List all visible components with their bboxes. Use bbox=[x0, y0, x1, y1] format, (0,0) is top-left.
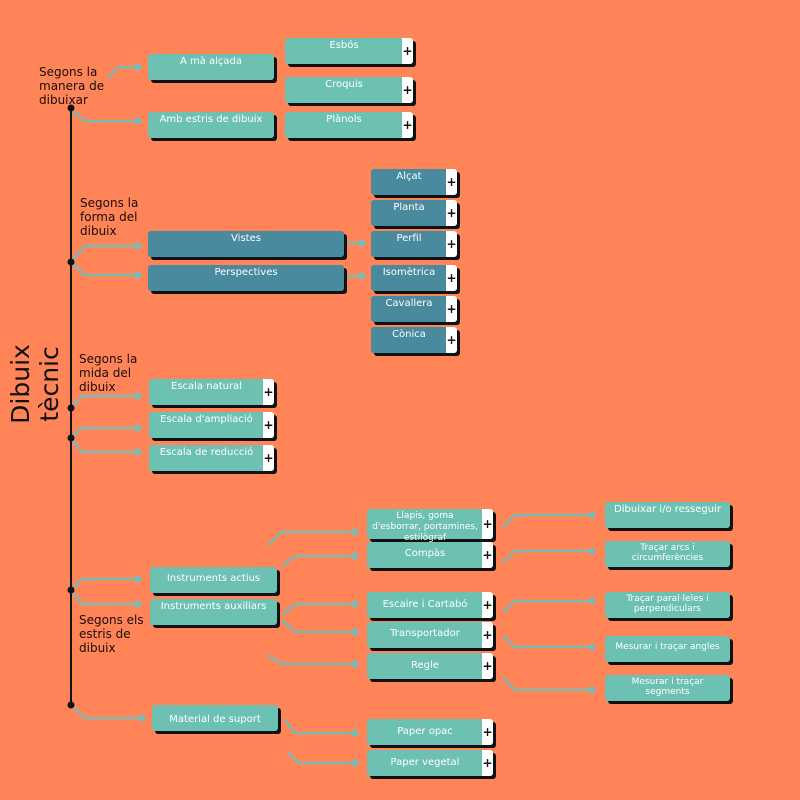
node-instruments-auxiliars[interactable]: Instruments auxiliars bbox=[150, 599, 277, 625]
node-escala-natural[interactable]: Escala natural + bbox=[149, 379, 274, 405]
node-label: Cònica bbox=[392, 329, 426, 340]
node-conica[interactable]: Cònica + bbox=[371, 327, 457, 353]
node-label: Esbós bbox=[329, 40, 359, 51]
node-paper-opac[interactable]: Paper opac + bbox=[367, 719, 493, 745]
use-arcs[interactable]: Traçar arcs i circumferències bbox=[605, 541, 730, 567]
node-escala-reduccio[interactable]: Escala de reducció + bbox=[149, 445, 274, 471]
node-label: Paper vegetal bbox=[390, 757, 460, 768]
node-amb-estris[interactable]: Amb estris de dibuix bbox=[148, 112, 274, 138]
expand-icon[interactable]: + bbox=[263, 445, 274, 471]
node-label: Escala natural bbox=[171, 381, 242, 392]
node-isometrica[interactable]: Isomètrica + bbox=[371, 265, 457, 291]
group-label-forma: Segons la forma del dibuix bbox=[80, 196, 139, 238]
node-alcat[interactable]: Alçat + bbox=[371, 169, 457, 195]
node-esbos[interactable]: Esbós + bbox=[285, 38, 413, 64]
node-compas[interactable]: Compàs + bbox=[367, 542, 493, 568]
node-planols[interactable]: Plànols + bbox=[285, 112, 413, 138]
expand-icon[interactable]: + bbox=[482, 719, 493, 745]
node-label: Plànols bbox=[326, 114, 362, 125]
node-label: Planta bbox=[393, 202, 425, 213]
node-label: Croquis bbox=[325, 79, 363, 90]
node-label: Isomètrica bbox=[382, 267, 436, 278]
expand-icon[interactable]: + bbox=[482, 542, 493, 568]
node-material-suport[interactable]: Material de suport bbox=[152, 705, 278, 731]
expand-icon[interactable]: + bbox=[446, 169, 457, 195]
node-vistes[interactable]: Vistes bbox=[148, 231, 344, 257]
node-llapis[interactable]: Llapis, goma d'esborrar, portamines, est… bbox=[367, 509, 493, 543]
group-label-estris: Segons els estris de dibuix bbox=[79, 613, 144, 655]
expand-icon[interactable]: + bbox=[446, 296, 457, 322]
use-angles[interactable]: Mesurar i traçar angles bbox=[605, 636, 730, 662]
node-transportador[interactable]: Transportador + bbox=[367, 622, 493, 648]
node-label: Alçat bbox=[396, 171, 422, 182]
main-title: Dibuix tècnic bbox=[6, 344, 64, 424]
node-label: Compàs bbox=[404, 548, 446, 559]
node-paper-vegetal[interactable]: Paper vegetal + bbox=[367, 750, 493, 776]
expand-icon[interactable]: + bbox=[446, 265, 457, 291]
use-segments[interactable]: Mesurar i traçar segments bbox=[605, 675, 730, 701]
group-label-mida: Segons la mida del dibuix bbox=[79, 352, 138, 394]
node-label: Perfil bbox=[396, 233, 422, 244]
node-label: Escaire i Cartabó bbox=[382, 599, 468, 610]
node-cavallera[interactable]: Cavallera + bbox=[371, 296, 457, 322]
expand-icon[interactable]: + bbox=[402, 38, 413, 64]
node-perspectives[interactable]: Perspectives bbox=[148, 265, 344, 291]
expand-icon[interactable]: + bbox=[446, 231, 457, 257]
expand-icon[interactable]: + bbox=[402, 112, 413, 138]
node-planta[interactable]: Planta + bbox=[371, 200, 457, 226]
node-regle[interactable]: Regle + bbox=[367, 653, 493, 679]
expand-icon[interactable]: + bbox=[263, 379, 274, 405]
use-paraleles[interactable]: Traçar paral·leles i perpendiculars bbox=[605, 592, 730, 618]
node-label: Llapis, goma d'esborrar, portamines, est… bbox=[372, 511, 478, 543]
use-dibuixar[interactable]: Dibuixar i/o resseguir bbox=[605, 502, 730, 528]
expand-icon[interactable]: + bbox=[263, 412, 274, 438]
expand-icon[interactable]: + bbox=[482, 592, 493, 618]
node-a-ma-alcada[interactable]: A mà alçada bbox=[148, 54, 274, 80]
node-croquis[interactable]: Croquis + bbox=[285, 77, 413, 103]
expand-icon[interactable]: + bbox=[482, 622, 493, 648]
node-label: Regle bbox=[411, 660, 439, 671]
expand-icon[interactable]: + bbox=[482, 653, 493, 679]
node-label: Paper opac bbox=[397, 726, 453, 737]
expand-icon[interactable]: + bbox=[482, 750, 493, 776]
group-label-manera: Segons la manera de dibuixar bbox=[39, 65, 105, 107]
node-perfil[interactable]: Perfil + bbox=[371, 231, 457, 257]
node-label: Escala de reducció bbox=[159, 447, 254, 458]
node-label: Escala d'ampliació bbox=[160, 414, 253, 425]
expand-icon[interactable]: + bbox=[482, 509, 493, 539]
node-instruments-actius[interactable]: Instruments actius bbox=[150, 567, 277, 593]
node-escala-ampliacio[interactable]: Escala d'ampliació + bbox=[149, 412, 274, 438]
expand-icon[interactable]: + bbox=[402, 77, 413, 103]
node-label: Transportador bbox=[390, 628, 460, 639]
node-escaire-cartabo[interactable]: Escaire i Cartabó + bbox=[367, 592, 493, 618]
expand-icon[interactable]: + bbox=[446, 200, 457, 226]
node-label: Cavallera bbox=[385, 298, 433, 309]
expand-icon[interactable]: + bbox=[446, 327, 457, 353]
